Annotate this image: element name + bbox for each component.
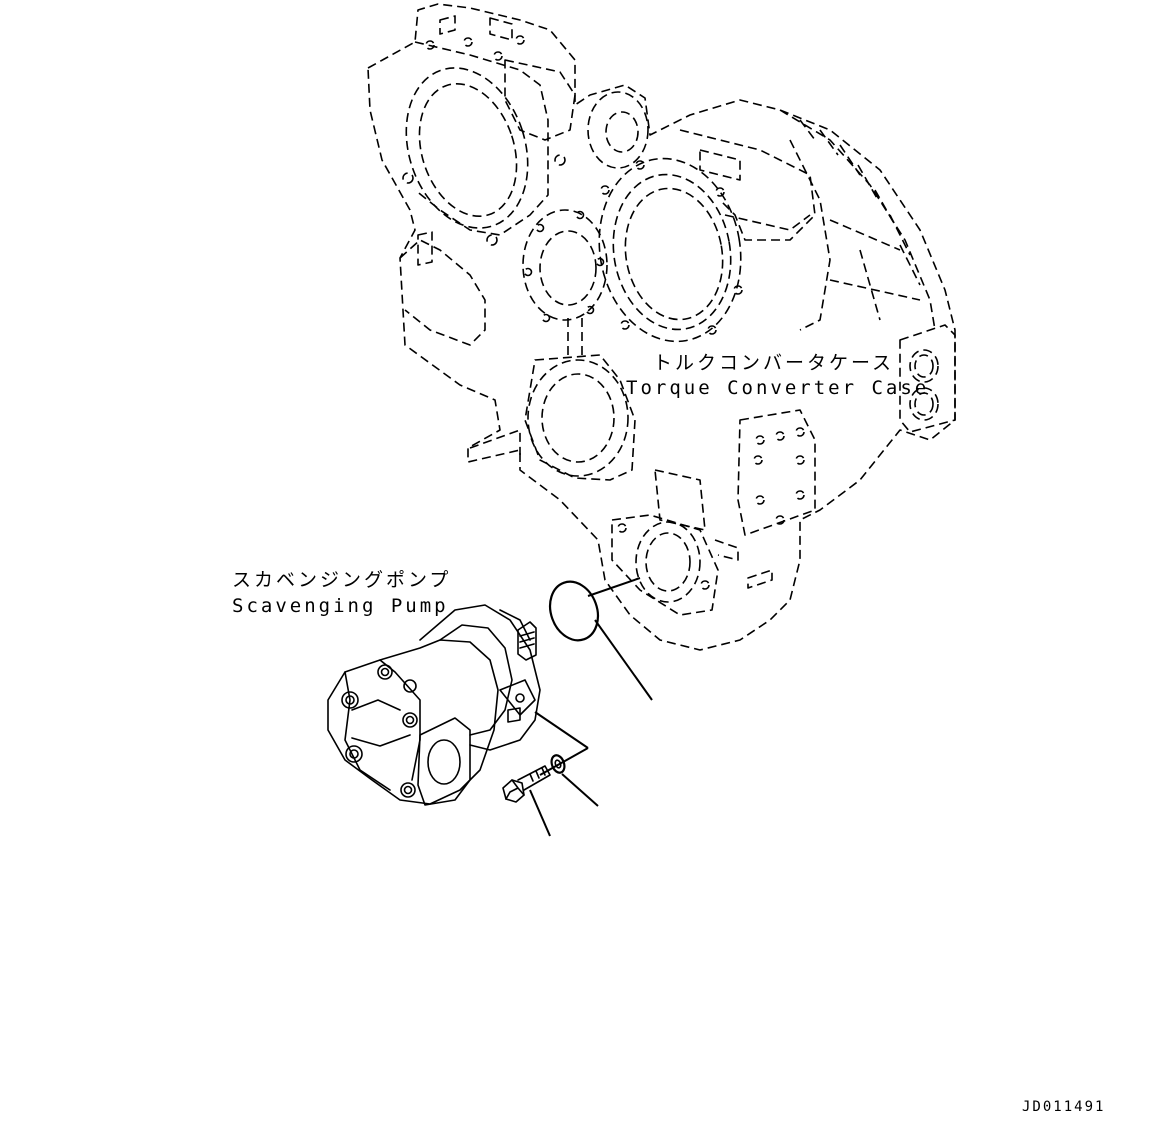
scavenging-pump-label-jp: スカベンジングポンプ	[232, 569, 452, 591]
torque-converter-label-en: Torque Converter Case	[626, 377, 930, 399]
bolt	[502, 765, 551, 803]
drawing-code: JD011491	[1022, 1099, 1106, 1115]
torque-converter-label-jp: トルクコンバータケース	[653, 352, 895, 374]
scavenging-pump	[327, 604, 541, 806]
torque-converter-case	[367, 3, 956, 651]
leader-lines	[529, 577, 653, 837]
scavenging-pump-label-en: Scavenging Pump	[232, 595, 449, 617]
o-ring	[548, 580, 600, 642]
